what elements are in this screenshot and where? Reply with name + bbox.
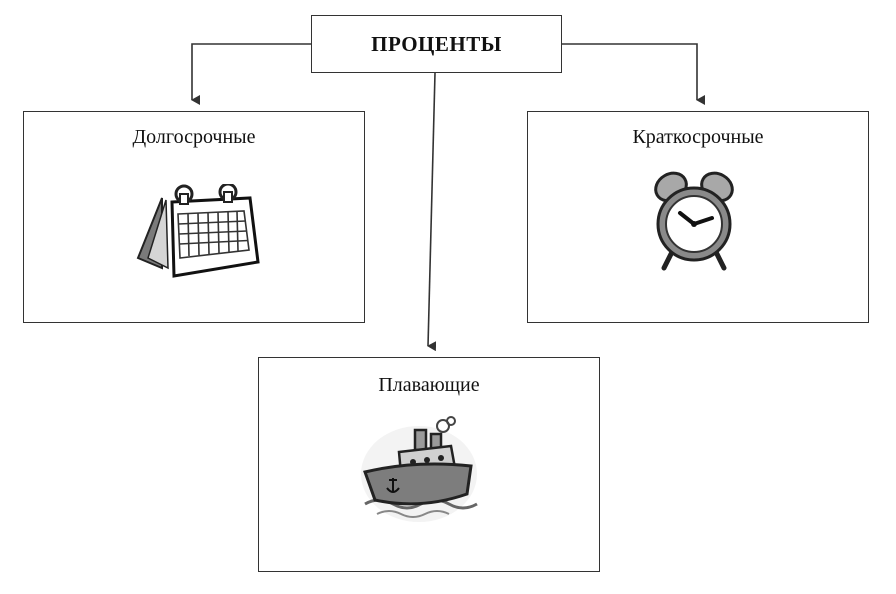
calendar-icon [136, 184, 260, 278]
node-long-term-label: Долгосрочные [132, 126, 256, 148]
root-node: ПРОЦЕНТЫ [311, 15, 562, 73]
node-long-term: Долгосрочные [23, 111, 365, 323]
node-floating: Плавающие [258, 357, 600, 572]
connector-to-float [427, 72, 437, 352]
node-short-term: Краткосрочные [527, 111, 869, 323]
ship-icon [361, 416, 478, 522]
node-short-term-label: Краткосрочные [632, 126, 764, 148]
connector-to-long [191, 43, 311, 105]
alarm-clock-icon [654, 171, 734, 271]
node-floating-label: Плавающие [378, 374, 480, 396]
root-label: ПРОЦЕНТЫ [371, 31, 502, 56]
connector-to-short [562, 43, 705, 105]
